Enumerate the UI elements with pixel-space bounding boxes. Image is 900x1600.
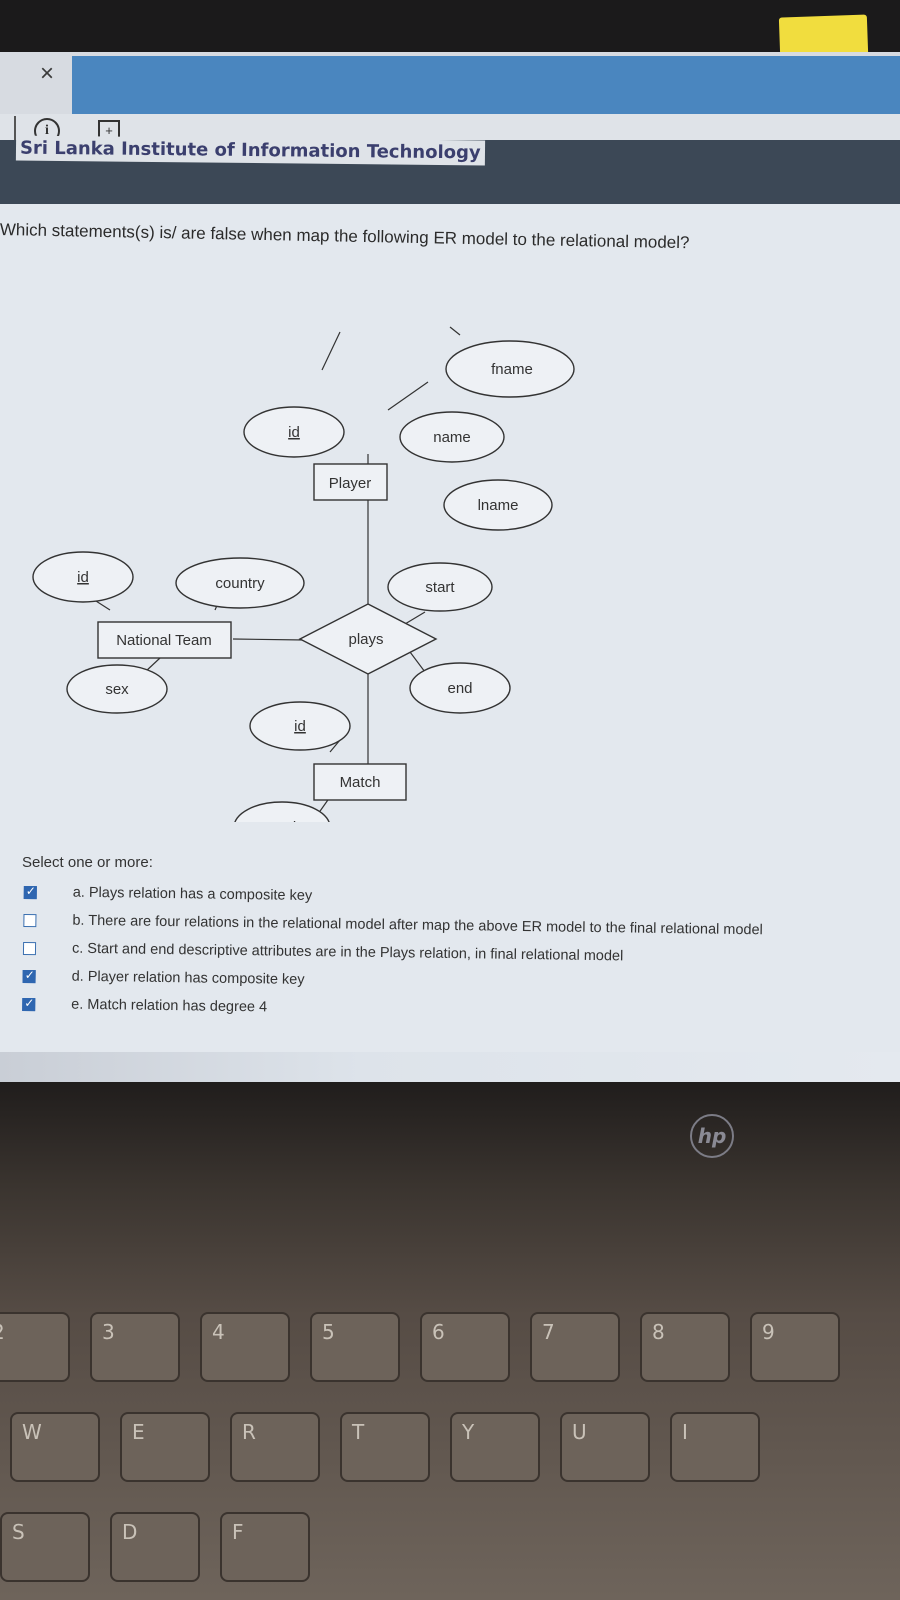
result-label: result [264,819,302,822]
end-label: end [447,680,472,697]
keyboard-key: W [10,1412,100,1482]
option-label: b. There are four relations in the relat… [72,912,763,939]
lname-attr [443,479,553,531]
start-attr [387,562,493,612]
start-label: start [425,579,455,596]
team-id-attr [32,551,134,603]
national-team-entity [97,621,232,659]
keyboard-key: 9 [750,1312,840,1382]
name-attr [399,411,505,463]
checkbox[interactable] [22,969,36,983]
player-label: Player [329,475,372,492]
checkbox[interactable] [22,997,36,1011]
sex-label: sex [105,681,129,698]
option-label: d. Player relation has composite key [71,968,305,988]
keyboard-key: F [220,1512,310,1582]
institution-title: Sri Lanka Institute of Information Techn… [15,135,485,166]
country-attr [175,557,305,609]
keyboard-key: 6 [420,1312,510,1382]
keyboard-key: U [560,1412,650,1482]
plays-label: plays [348,631,383,648]
keyboard-key: 7 [530,1312,620,1382]
plays-relationship [298,603,438,675]
player-entity [313,463,388,501]
lname-label: lname [478,497,519,514]
keyboard-key: 8 [640,1312,730,1382]
fname-attr [445,340,575,398]
divider [14,116,16,144]
checkbox[interactable] [23,913,37,927]
answer-options: a. Plays relation has a composite key b.… [22,878,763,1028]
keyboard-key: 3 [90,1312,180,1382]
keyboard-key: S [0,1512,90,1582]
hp-logo: hp [690,1114,734,1158]
keyboard-key: 5 [310,1312,400,1382]
result-attr [234,801,330,822]
keyboard-key: I [670,1412,760,1482]
keyboard-key: 2 [0,1312,70,1382]
checkbox[interactable] [22,941,37,955]
er-diagram: id fname name lname id country sex start… [32,326,575,822]
team-id-label: id [77,569,89,586]
name-label: name [433,429,471,446]
checkbox[interactable] [23,885,37,899]
match-id-attr [249,701,351,751]
sex-attr [66,664,168,714]
option-label: c. Start and end descriptive attributes … [71,940,624,965]
keyboard-key: R [230,1412,320,1482]
tab-bar: × [0,52,900,122]
match-entity [313,763,407,801]
laptop-body: 23456789WERTYUI SDF [0,1082,900,1600]
keyboard-key: 4 [200,1312,290,1382]
country-label: country [215,575,265,592]
close-icon[interactable]: × [40,60,55,87]
fname-label: fname [491,361,533,378]
player-id-attr [243,406,345,458]
screen: × i + Sri Lanka Institute of Information… [0,52,900,1082]
laptop-bezel-top [0,0,900,52]
player-id-label: id [288,424,300,441]
match-label: Match [340,774,381,791]
end-attr [409,662,511,714]
keyboard-key: D [110,1512,200,1582]
option-label: a. Plays relation has a composite key [72,884,313,905]
keyboard-key: E [120,1412,210,1482]
keyboard-key: Y [450,1412,540,1482]
option-label: e. Match relation has degree 4 [71,996,268,1016]
select-prompt: Select one or more: [22,854,153,871]
match-id-label: id [294,718,306,735]
national-team-label: National Team [116,632,212,649]
active-tab[interactable] [72,56,900,118]
keyboard-key: T [340,1412,430,1482]
